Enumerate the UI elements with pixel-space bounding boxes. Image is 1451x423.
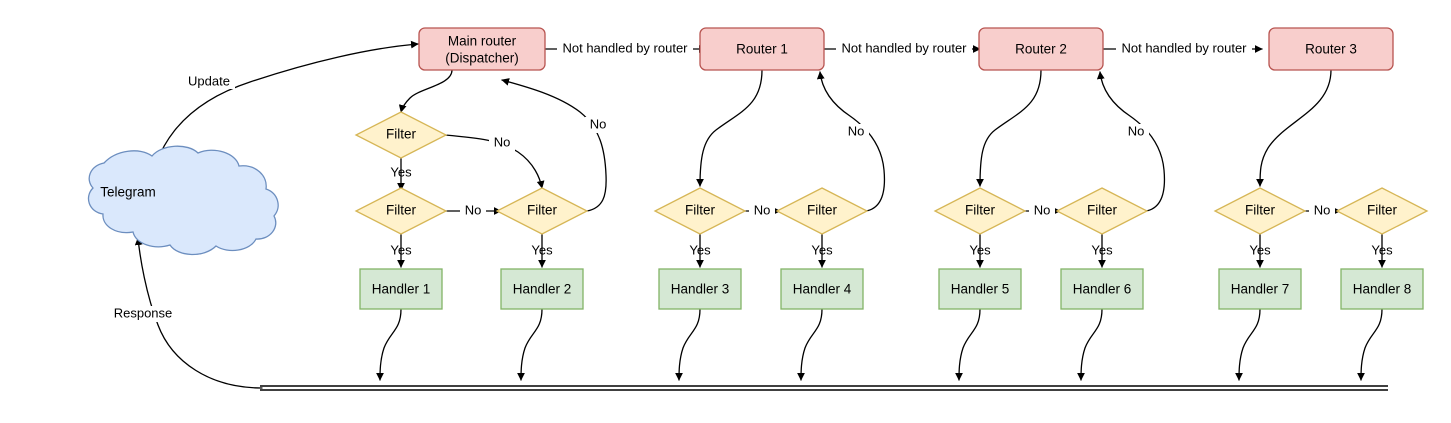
node-handler-1[interactable]: Handler 1	[359, 268, 443, 310]
handler-3-box	[658, 268, 742, 310]
edge-router-1-to-filter-3	[696, 69, 763, 187]
filter-3-shape	[653, 187, 747, 235]
node-handler-7[interactable]: Handler 7	[1218, 268, 1302, 310]
node-router-3[interactable]: Router 3	[1268, 27, 1394, 71]
filter-2-shape	[495, 187, 589, 235]
router-1-box	[699, 27, 825, 71]
edge-router-2-to-filter-5	[976, 69, 1042, 187]
edge-filter-top-1-no-to-filter-2	[444, 134, 545, 189]
telegram-cloud-node[interactable]: Telegram	[87, 145, 279, 256]
node-filter-6[interactable]: Filter	[1055, 187, 1149, 235]
node-handler-3[interactable]: Handler 3	[658, 268, 742, 310]
handler-5-box	[938, 268, 1022, 310]
no-label-bg-3	[460, 203, 486, 219]
filter-7-shape	[1213, 187, 1307, 235]
edge-filter-6-no-to-router-2	[1096, 71, 1166, 212]
edge-handler-3-to-bus	[675, 308, 701, 381]
node-router-2[interactable]: Router 2	[978, 27, 1104, 71]
no-label-bg-4	[749, 203, 775, 219]
filter-5-shape	[933, 187, 1027, 235]
node-handler-8[interactable]: Handler 8	[1340, 268, 1424, 310]
handler-1-box	[359, 268, 443, 310]
edge-bus-to-telegram-response	[134, 237, 263, 389]
edge-handler-8-to-bus	[1357, 308, 1383, 381]
handler-4-box	[780, 268, 864, 310]
edge-handler-6-to-bus	[1077, 308, 1103, 381]
edge-filter-4-no-to-router-1	[816, 71, 886, 212]
node-filter-7[interactable]: Filter	[1213, 187, 1307, 235]
edge-main-router-to-filter-top-1	[398, 69, 453, 113]
router-3-box	[1268, 27, 1394, 71]
node-router-1[interactable]: Router 1	[699, 27, 825, 71]
response-label-bg	[107, 306, 179, 322]
no-label-bg-7	[1123, 124, 1149, 140]
no-label-bg-1	[489, 135, 515, 151]
cloud-shape	[87, 145, 279, 256]
no-label-bg-5	[843, 124, 869, 140]
edge-filter-2-no-to-main-router	[501, 78, 607, 212]
node-filter-3[interactable]: Filter	[653, 187, 747, 235]
no-label-bg-2	[585, 117, 611, 133]
not-handled-2-bg	[836, 41, 972, 57]
node-handler-4[interactable]: Handler 4	[780, 268, 864, 310]
update-label-bg	[182, 73, 235, 89]
filter-4-shape	[775, 187, 869, 235]
edge-handler-1-to-bus	[376, 308, 402, 381]
edge-router-3-to-filter-7	[1256, 69, 1332, 187]
node-handler-5[interactable]: Handler 5	[938, 268, 1022, 310]
node-handler-6[interactable]: Handler 6	[1060, 268, 1144, 310]
node-filter-5[interactable]: Filter	[933, 187, 1027, 235]
edge-handler-4-to-bus	[797, 308, 823, 381]
filter-1-shape	[354, 187, 448, 235]
node-handler-2[interactable]: Handler 2	[500, 268, 584, 310]
node-filter-1[interactable]: Filter	[354, 187, 448, 235]
node-filter-2[interactable]: Filter	[495, 187, 589, 235]
filter-top-1-shape	[354, 111, 448, 159]
router-2-box	[978, 27, 1104, 71]
node-filter-8[interactable]: Filter	[1335, 187, 1429, 235]
node-filter-4[interactable]: Filter	[775, 187, 869, 235]
edge-handler-5-to-bus	[955, 308, 981, 381]
node-filter-top-1[interactable]: Filter	[354, 111, 448, 159]
edge-handler-7-to-bus	[1235, 308, 1261, 381]
handler-2-box	[500, 268, 584, 310]
no-label-bg-8	[1309, 203, 1335, 219]
handler-6-box	[1060, 268, 1144, 310]
node-main-router[interactable]: Main router (Dispatcher)	[418, 27, 546, 71]
no-label-bg-6	[1029, 203, 1055, 219]
edge-handler-2-to-bus	[517, 308, 543, 381]
handler-8-box	[1340, 268, 1424, 310]
main-router-box	[418, 27, 546, 71]
not-handled-1-bg	[557, 41, 693, 57]
filter-8-shape	[1335, 187, 1429, 235]
filter-6-shape	[1055, 187, 1149, 235]
handler-7-box	[1218, 268, 1302, 310]
not-handled-3-bg	[1116, 41, 1252, 57]
